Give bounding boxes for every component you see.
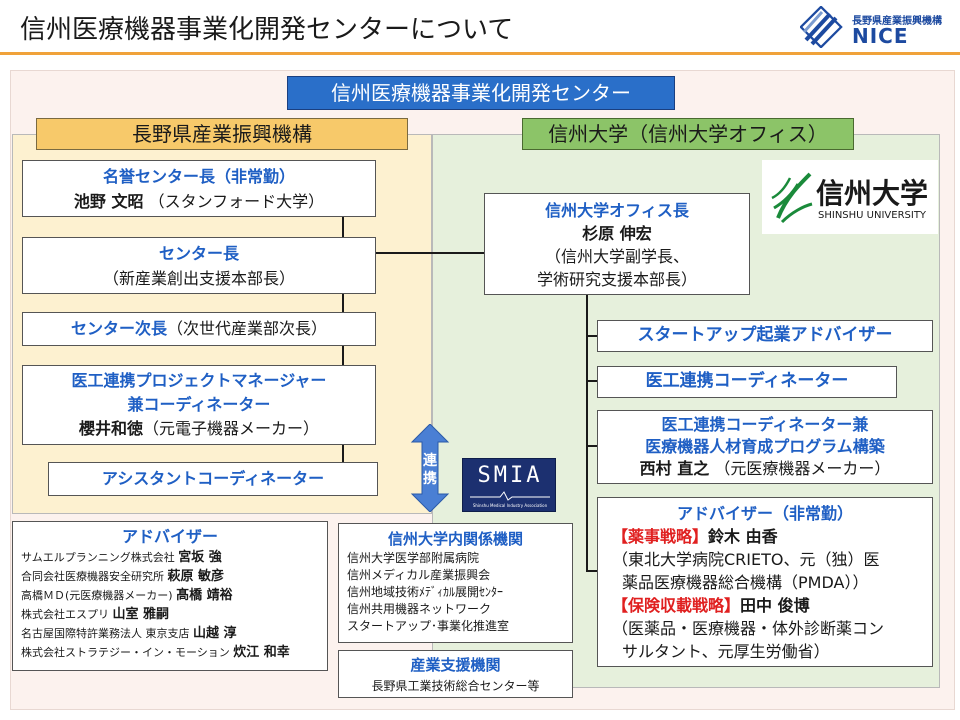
advisor-row: サムエルプランニング株式会社 宮坂 強 (21, 548, 327, 567)
advisor-desc-suzuki: （東北大学病院CRIETO、元（独）医 (612, 550, 880, 569)
coordinator-program-note: （元医療機器メーカー） (714, 459, 891, 478)
shinshu-header: 信州大学（信州大学オフィス） (522, 118, 854, 150)
logo-nice-text: NICE (852, 24, 909, 48)
advisor-row: 株式会社エスプリ 山室 雅嗣 (21, 605, 327, 624)
startup-advisor-title: スタートアップ起業アドバイザー (637, 325, 893, 345)
smia-logo: SMIA Shinshu Medical Industry Associatio… (462, 458, 556, 512)
connector-line (586, 335, 598, 337)
industry-support-item: 長野県工業技術総合センター等 (371, 679, 540, 693)
advisors-title: アドバイザー (121, 527, 218, 546)
office-head-box: 信州大学オフィス長 杉原 伸宏 （信州大学副学長、 学術研究支援本部長） (484, 193, 750, 295)
logo-org-name: 長野県産業振興機構 (852, 16, 942, 27)
advisor-org: 名古屋国際特許業務法人 東京支店 (21, 627, 190, 640)
nagano-header: 長野県産業振興機構 (36, 118, 408, 150)
part-time-advisor-title: アドバイザー（非常勤） (676, 504, 853, 523)
univ-related-title: 信州大学内関係機関 (387, 530, 523, 548)
coordinator-box: 医工連携コーディネーター (597, 366, 897, 398)
center-banner: 信州医療機器事業化開発センター (287, 76, 675, 110)
coordinator-program-name: 西村 直之 (639, 459, 710, 478)
nice-logo: 長野県産業振興機構 NICE (800, 6, 950, 48)
connector-line (586, 294, 588, 572)
univ-related-item: 信州メディカル産業振興会 (347, 568, 491, 582)
smia-pulse-icon (470, 491, 550, 501)
coordinator-program-title-2: 医療機器人材育成プログラム構築 (645, 437, 885, 456)
project-manager-note: （元電子機器メーカー） (143, 419, 320, 438)
office-head-note: （信州大学副学長、 (544, 247, 689, 266)
center-director-note: （新産業創出支援本部長） (102, 269, 295, 288)
advisors-box: アドバイザー サムエルプランニング株式会社 宮坂 強 合同会社医療機器安全研究所… (12, 521, 328, 671)
title-underline (0, 52, 960, 55)
univ-related-item: 信州大学医学部附属病院 (347, 551, 480, 565)
advisor-desc-tanaka: （医薬品・医療機器・体外診断薬コン (612, 619, 885, 638)
industry-support-box: 産業支援機関 長野県工業技術総合センター等 (338, 650, 573, 698)
advisor-name: 山越 淳 (193, 626, 237, 641)
advisor-row: 名古屋国際特許業務法人 東京支店 山越 淳 (21, 624, 327, 643)
advisor-org: 株式会社エスプリ (21, 608, 109, 621)
center-director-title: センター長 (158, 244, 239, 263)
shinshu-logo-jp: 信州大学 (816, 177, 929, 210)
smia-logo-subtitle: Shinshu Medical Industry Association (472, 503, 548, 508)
office-head-name: 杉原 伸宏 (582, 224, 652, 243)
center-director-box: センター長 （新産業創出支援本部長） (22, 237, 376, 294)
industry-support-title: 産業支援機関 (410, 656, 501, 674)
connector-line (586, 380, 598, 382)
honorary-director-affiliation: （スタンフォード大学） (148, 192, 325, 211)
deputy-director-box: センター次長（次世代産業部次長） (22, 312, 376, 346)
connector-line (586, 445, 598, 447)
smia-logo-text: SMIA (477, 463, 543, 488)
advisor-name-suzuki: 鈴木 由香 (708, 527, 778, 546)
univ-related-item: 信州共用機器ネットワーク (347, 602, 492, 616)
advisor-row: 高橋ＭＤ(元医療機器メーカー) 髙橋 靖裕 (21, 586, 327, 605)
shinshu-leaf-icon (771, 172, 813, 224)
project-manager-title-2: 兼コーディネーター (127, 395, 271, 414)
advisor-org: 高橋ＭＤ(元医療機器メーカー) (21, 589, 173, 602)
univ-related-item: スタートアップ･事業化推進室 (347, 619, 510, 633)
coordinator-program-title: 医工連携コーディネーター兼 (661, 415, 869, 434)
startup-advisor-box: スタートアップ起業アドバイザー (597, 320, 933, 352)
honorary-director-box: 名誉センター長（非常勤） 池野 文昭 （スタンフォード大学） (22, 160, 376, 217)
advisor-name: 宮坂 強 (178, 550, 222, 565)
project-manager-box: 医工連携プロジェクトマネージャー 兼コーディネーター 櫻井和徳（元電子機器メーカ… (22, 365, 376, 445)
connector-line (375, 252, 485, 254)
advisor-name: 山室 雅嗣 (112, 607, 170, 622)
shinshu-university-logo: 信州大学 SHINSHU UNIVERSITY (762, 160, 938, 234)
nice-logo-icon (800, 6, 843, 48)
univ-related-box: 信州大学内関係機関 信州大学医学部附属病院 信州メディカル産業振興会 信州地域技… (338, 523, 573, 643)
office-head-title: 信州大学オフィス長 (545, 201, 689, 220)
insurance-strategy-tag: 【保険収載戦略】 (612, 596, 741, 615)
advisor-org: 合同会社医療機器安全研究所 (21, 570, 164, 583)
assistant-coordinator-title: アシスタントコーディネーター (101, 469, 325, 488)
advisor-name: 髙橋 靖裕 (176, 588, 233, 603)
deputy-director-note: （次世代産業部次長） (167, 319, 328, 338)
regulatory-strategy-tag: 【薬事戦略】 (612, 527, 709, 546)
collaboration-label: 連携 (423, 453, 437, 487)
collaboration-arrow-icon (410, 424, 450, 512)
advisor-org: 株式会社ストラテジー・イン・モーション (21, 646, 230, 659)
honorary-director-name: 池野 文昭 (73, 192, 144, 211)
part-time-advisor-box: アドバイザー（非常勤） 【薬事戦略】鈴木 由香 （東北大学病院CRIETO、元（… (597, 497, 933, 667)
advisor-org: サムエルプランニング株式会社 (21, 551, 175, 564)
advisor-desc-suzuki-2: 薬品医療機器総合機構（PMDA）） (622, 573, 869, 592)
advisor-row: 合同会社医療機器安全研究所 萩原 敏彦 (21, 567, 327, 586)
office-head-note-2: 学術研究支援本部長） (536, 270, 697, 289)
assistant-coordinator-box: アシスタントコーディネーター (48, 462, 378, 496)
coordinator-title: 医工連携コーディネーター (645, 371, 849, 391)
deputy-director-title: センター次長 (70, 319, 167, 338)
page-title: 信州医療機器事業化開発センターについて (20, 15, 514, 45)
honorary-director-title: 名誉センター長（非常勤） (102, 167, 295, 186)
univ-related-item: 信州地域技術ﾒﾃﾞｨｶﾙ展開ｾﾝﾀｰ (347, 585, 504, 599)
coordinator-program-box: 医工連携コーディネーター兼 医療機器人材育成プログラム構築 西村 直之 （元医療… (597, 410, 933, 484)
advisor-row: 株式会社ストラテジー・イン・モーション 炊江 和幸 (21, 643, 327, 662)
advisor-name: 萩原 敏彦 (167, 569, 225, 584)
advisor-name: 炊江 和幸 (233, 645, 290, 660)
advisor-desc-tanaka-2: サルタント、元厚生労働省） (622, 642, 830, 661)
project-manager-title: 医工連携プロジェクトマネージャー (71, 371, 327, 390)
advisor-name-tanaka: 田中 俊博 (740, 596, 810, 615)
connector-line (586, 570, 598, 572)
shinshu-logo-en: SHINSHU UNIVERSITY (818, 210, 927, 221)
project-manager-name: 櫻井和徳 (78, 419, 143, 438)
